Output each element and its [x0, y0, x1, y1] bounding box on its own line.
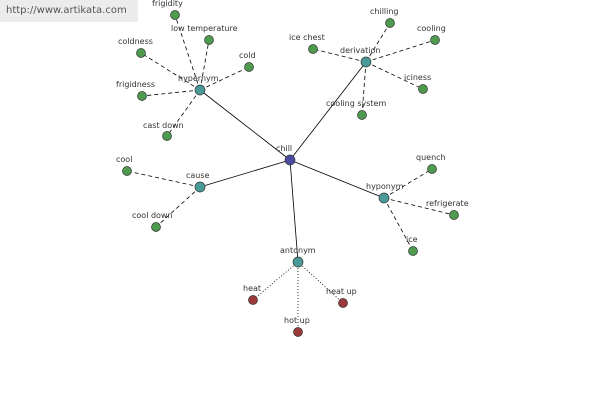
edge-antonym-to-heat [252, 261, 299, 301]
term-label-refrigerate: refrigerate [426, 199, 469, 208]
node-term-cooling-system[interactable] [357, 110, 367, 120]
node-relation-cause[interactable] [194, 181, 206, 193]
node-term-quench[interactable] [427, 164, 437, 174]
term-label-cooling-system: cooling system [326, 99, 386, 108]
edges-layer [126, 14, 455, 332]
node-term-frigidness[interactable] [137, 91, 147, 101]
node-term-cold[interactable] [244, 62, 254, 72]
edge-hypernym-to-frigidness [141, 89, 201, 97]
relation-label-hyponym: hyponym [366, 182, 404, 191]
node-term-ice-chest[interactable] [308, 44, 318, 54]
term-label-quench: quench [416, 153, 446, 162]
term-label-iciness: iciness [404, 73, 431, 82]
term-label-cast-down: cast down [143, 121, 184, 130]
node-term-frigidity[interactable] [170, 10, 180, 20]
nodes-layer [122, 10, 459, 337]
edge-derivation-to-ice-chest [312, 48, 367, 63]
edge-hypernym-to-cast-down [166, 89, 201, 137]
edge-cause-to-cool-down [155, 186, 201, 228]
site-url-banner[interactable]: http://www.artikata.com [0, 0, 138, 22]
term-label-cool-down: cool down [132, 211, 173, 220]
term-label-heat-up: heat up [326, 287, 357, 296]
edge-antonym-to-heat-up [297, 261, 344, 304]
edge-hyponym-to-refrigerate [383, 197, 455, 216]
relation-label-cause: cause [186, 171, 210, 180]
node-term-cool-down[interactable] [151, 222, 161, 232]
node-term-cool[interactable] [122, 166, 132, 176]
term-label-ice-chest: ice chest [289, 33, 325, 42]
edge-center-to-hypernym [199, 89, 291, 161]
node-relation-antonym[interactable] [292, 256, 304, 268]
edge-hypernym-to-frigidity [174, 14, 201, 91]
node-term-chilling[interactable] [385, 18, 395, 28]
term-label-ice: ice [406, 235, 418, 244]
term-label-hot-up: hot up [284, 316, 310, 325]
term-label-heat: heat [243, 284, 261, 293]
edge-hypernym-to-low-temperature [199, 39, 210, 91]
term-label-cold: cold [239, 51, 256, 60]
edge-center-to-antonym [289, 159, 299, 263]
term-label-frigidness: frigidness [116, 80, 155, 89]
edge-center-to-derivation [289, 61, 367, 161]
edge-cause-to-cool [126, 170, 201, 188]
node-term-hot-up[interactable] [293, 327, 303, 337]
edge-derivation-to-cooling-system [361, 61, 367, 116]
edge-hypernym-to-cold [199, 66, 250, 91]
node-term-heat[interactable] [248, 295, 258, 305]
term-label-low-temperature: low temperature [171, 24, 238, 33]
term-label-cooling: cooling [417, 24, 446, 33]
edge-derivation-to-cooling [365, 39, 436, 63]
node-term-ice[interactable] [408, 246, 418, 256]
edge-hyponym-to-quench [383, 168, 433, 199]
node-term-coldness[interactable] [136, 48, 146, 58]
term-label-chilling: chilling [370, 7, 399, 16]
node-center-chill[interactable] [284, 154, 296, 166]
term-label-coldness: coldness [118, 37, 153, 46]
node-relation-hypernym[interactable] [194, 84, 206, 96]
edge-hyponym-to-ice [383, 197, 414, 252]
edge-center-to-cause [199, 159, 291, 188]
node-term-iciness[interactable] [418, 84, 428, 94]
edge-derivation-to-iciness [365, 61, 424, 90]
edge-hypernym-to-coldness [140, 52, 201, 91]
edge-center-to-hyponym [289, 159, 385, 199]
node-term-refrigerate[interactable] [449, 210, 459, 220]
node-term-heat-up[interactable] [338, 298, 348, 308]
center-label: chill [276, 144, 292, 153]
relation-label-antonym: antonym [280, 246, 316, 255]
term-label-frigidity: frigidity [152, 0, 183, 8]
node-term-low-temperature[interactable] [204, 35, 214, 45]
node-term-cast-down[interactable] [162, 131, 172, 141]
node-term-cooling[interactable] [430, 35, 440, 45]
node-relation-hyponym[interactable] [378, 192, 390, 204]
term-label-cool: cool [116, 155, 132, 164]
labels-layer: chill hypernym frigidity low temperature col… [116, 0, 469, 325]
node-relation-derivation[interactable] [360, 56, 372, 68]
edge-derivation-to-chilling [365, 22, 391, 63]
relation-label-derivation: derivation [340, 46, 380, 55]
relation-label-hypernym: hypernym [178, 74, 219, 83]
